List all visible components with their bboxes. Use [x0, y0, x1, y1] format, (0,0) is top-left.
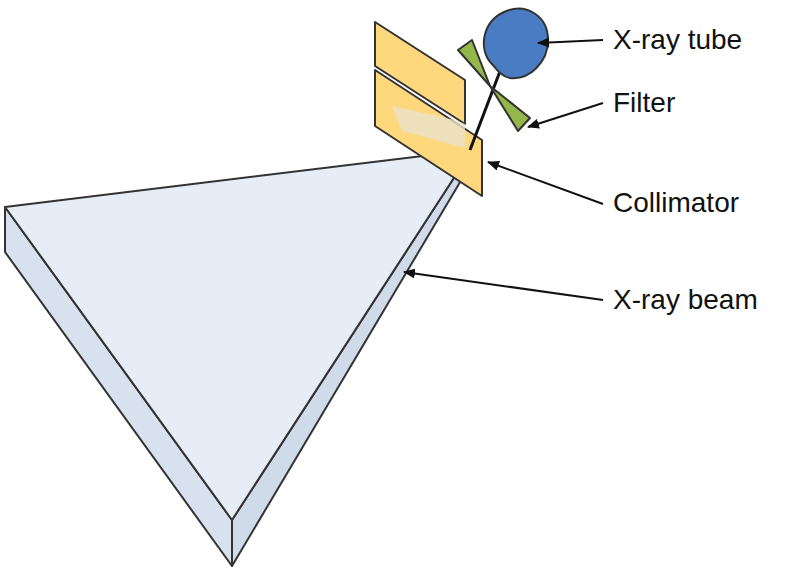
x-ray-beam — [5, 150, 472, 566]
part-label: X-ray beam — [613, 284, 758, 316]
leader-arrow — [488, 162, 603, 204]
leader-arrow — [404, 272, 603, 300]
part-label: Filter — [613, 87, 675, 119]
leader-arrow — [528, 103, 603, 127]
leader-arrow — [538, 40, 603, 43]
part-label: Collimator — [613, 187, 739, 219]
part-label: X-ray tube — [613, 24, 742, 56]
